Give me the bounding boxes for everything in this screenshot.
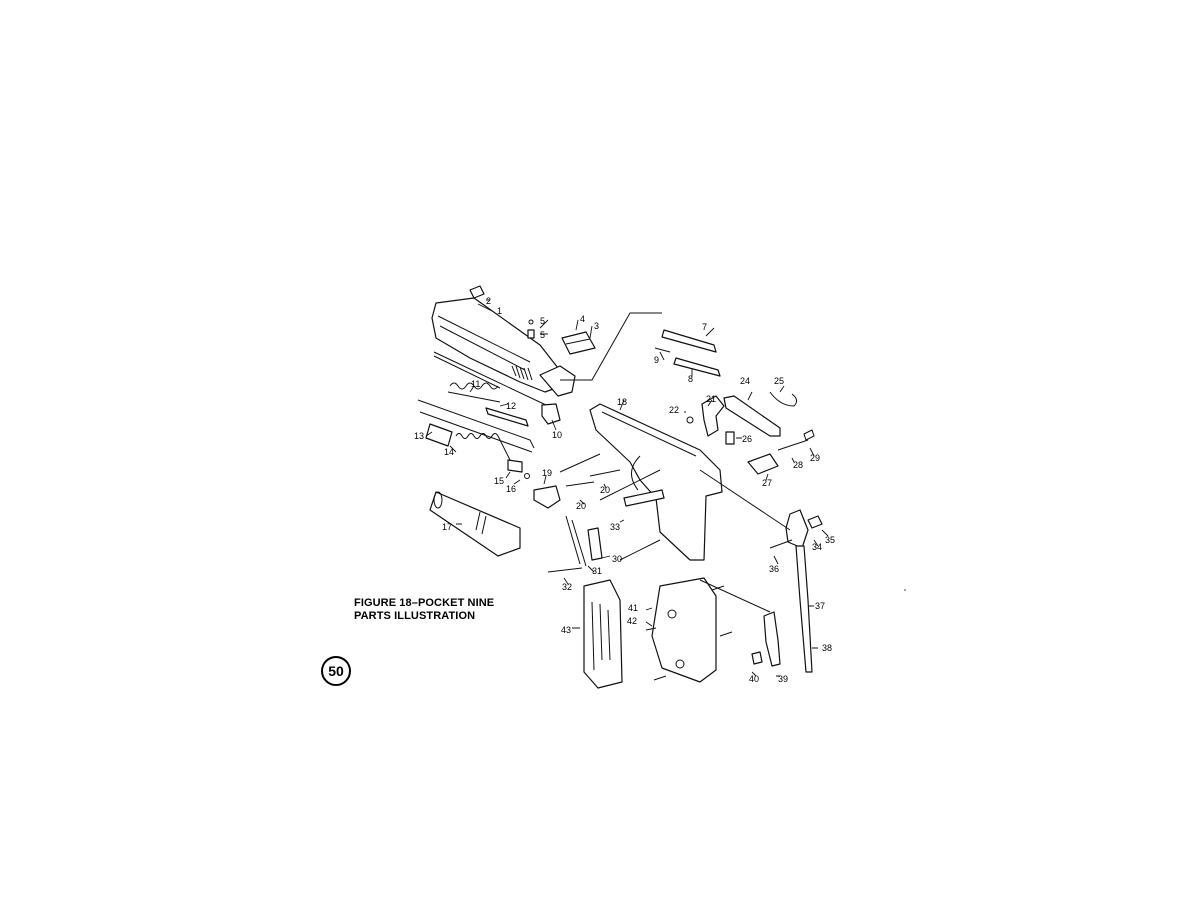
- sear-part: [747, 453, 779, 475]
- trigger-part: [701, 395, 725, 437]
- part-label-16: 16: [506, 484, 516, 494]
- part-label-43: 43: [561, 625, 571, 635]
- hammer-pin-part: [769, 539, 793, 549]
- front-sight-part: [469, 285, 485, 299]
- barrel-part: [429, 491, 521, 557]
- part-label-30: 30: [612, 554, 622, 564]
- part-label-15: 15: [494, 476, 504, 486]
- part-label-42: 42: [627, 616, 637, 626]
- slide-part: [431, 297, 576, 397]
- part-label-10: 10: [552, 430, 562, 440]
- grip-pin-part: [547, 567, 583, 573]
- sight-pin-part: [527, 329, 535, 339]
- disconnector-part: [725, 431, 735, 445]
- guide-rod-part: [417, 399, 535, 453]
- part-label-1: 1: [497, 306, 502, 316]
- figure-caption: FIGURE 18–POCKET NINE PARTS ILLUSTRATION: [354, 597, 494, 623]
- part-label-40: 40: [749, 674, 759, 684]
- stray-mark: [904, 589, 906, 591]
- part-label-26: 26: [742, 434, 752, 444]
- part-label-21: 21: [706, 394, 716, 404]
- rear-sight-part: [561, 331, 596, 355]
- part-label-22: 22: [669, 405, 679, 415]
- grip-safety-part: [763, 611, 781, 667]
- grip-panel-part: [651, 577, 717, 683]
- part-label-25: 25: [774, 376, 784, 386]
- part-label-35: 35: [825, 535, 835, 545]
- mag-catch-part: [533, 485, 561, 509]
- part-label-28: 28: [793, 460, 803, 470]
- part-label-11: 11: [471, 379, 480, 389]
- part-label-20b: 20: [600, 485, 610, 495]
- part-label-5a: 5: [540, 316, 545, 326]
- recoil-plug-part: [507, 459, 523, 473]
- part-label-24: 24: [740, 376, 750, 386]
- part-label-32: 32: [562, 582, 572, 592]
- mainspring-strut-part: [795, 545, 813, 673]
- assembly-guide-line: [560, 312, 662, 381]
- firing-pin-spring-part: [673, 357, 721, 377]
- part-label-29: 29: [810, 453, 820, 463]
- trigger-spring-part: [769, 391, 798, 407]
- part-label-4: 4: [580, 314, 585, 324]
- part-number-labels: 1 2 3 4 5 5 7 8 9 10 11 12 13 14 15 16 1…: [414, 296, 835, 684]
- part-label-27: 27: [762, 478, 772, 488]
- part-label-39: 39: [778, 674, 788, 684]
- mainspring-housing-pin-part: [751, 651, 763, 665]
- slide-stop-part: [587, 527, 603, 561]
- part-label-37: 37: [815, 601, 825, 611]
- barrel-bushing-part: [425, 423, 511, 461]
- part-label-7: 7: [702, 322, 707, 332]
- part-label-38: 38: [822, 643, 832, 653]
- part-label-34: 34: [812, 542, 822, 552]
- slide-stop-spring-part: [565, 515, 587, 567]
- magazine-part: [583, 579, 623, 689]
- part-label-8: 8: [688, 374, 693, 384]
- frame-part: [589, 403, 723, 561]
- trigger-pin-part: [686, 416, 694, 424]
- part-label-19: 19: [542, 468, 552, 478]
- firing-pin-part: [661, 329, 717, 353]
- part-label-2: 2: [486, 296, 491, 306]
- leader-lines: [425, 299, 829, 677]
- part-label-33: 33: [610, 522, 620, 532]
- part-label-14: 14: [444, 447, 454, 457]
- frame-pin-part: [565, 469, 621, 487]
- trigger-bar-part: [723, 395, 781, 437]
- slide-rail-line: [433, 351, 547, 406]
- part-label-20a: 20: [576, 501, 586, 511]
- figure-caption-line-1: FIGURE 18–POCKET NINE: [354, 597, 495, 609]
- extractor-part: [541, 403, 561, 425]
- part-label-17: 17: [442, 522, 452, 532]
- figure-caption-line-2: PARTS ILLUSTRATION: [354, 610, 476, 622]
- part-label-36: 36: [769, 564, 779, 574]
- mag-catch-spring-part: [623, 489, 665, 507]
- sear-spring-part: [777, 429, 815, 451]
- page-number-badge: 50: [321, 656, 351, 686]
- part-label-5b: 5: [540, 330, 545, 340]
- part-label-18: 18: [617, 397, 627, 407]
- part-label-12: 12: [506, 401, 516, 411]
- part-label-31: 31: [592, 566, 602, 576]
- part-label-13: 13: [414, 431, 424, 441]
- part-label-9: 9: [654, 355, 659, 365]
- part-label-41: 41: [628, 603, 638, 613]
- part-label-3: 3: [594, 321, 599, 331]
